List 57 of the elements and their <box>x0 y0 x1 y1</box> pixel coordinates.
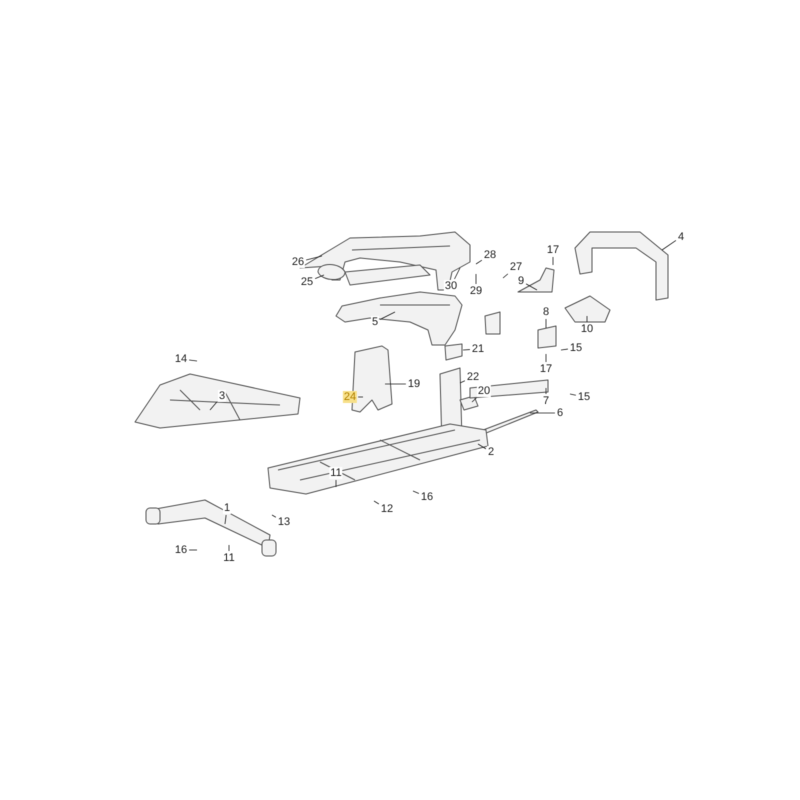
callout-number: 2 <box>486 446 496 458</box>
callout-number: 6 <box>556 407 564 419</box>
callout-number: 8 <box>542 306 550 318</box>
callout-number: 13 <box>276 516 292 528</box>
callout-number: 7 <box>542 395 550 407</box>
leader-line <box>454 268 460 280</box>
leader-line <box>472 398 477 402</box>
leader-line <box>188 360 198 362</box>
callout-number: 20 <box>476 385 492 397</box>
callout-number: 25 <box>300 276 314 288</box>
leader-line <box>412 490 420 494</box>
callout-number: 9 <box>516 275 526 287</box>
callout-number: 1 <box>222 502 232 514</box>
callout-number: 19 <box>406 378 422 390</box>
callout-number: 4 <box>676 231 686 243</box>
leader-line <box>380 312 396 320</box>
callout-number: 27 <box>508 261 524 273</box>
callout-number: 30 <box>444 280 458 292</box>
callout-number: 26 <box>290 256 306 268</box>
callout-number: 17 <box>546 244 560 256</box>
callout-number: 11 <box>222 552 236 564</box>
leader-line <box>228 544 230 552</box>
callout-number: 12 <box>380 503 394 515</box>
callout-number: 11 <box>329 467 343 479</box>
callout-number: 17 <box>538 363 554 375</box>
leader-line <box>460 380 466 384</box>
leader-line <box>476 260 482 264</box>
leader-line <box>306 256 322 260</box>
leader-line <box>570 394 576 396</box>
leader-line <box>462 349 470 350</box>
leader-line <box>478 444 486 450</box>
leader-line <box>358 396 364 398</box>
callout-number: 14 <box>174 353 188 365</box>
callout-number: 29 <box>468 285 484 297</box>
leader-line <box>560 348 568 350</box>
leader-line <box>314 274 324 280</box>
callout-number: 24 <box>342 391 358 403</box>
leader-line <box>272 514 276 518</box>
leader-line <box>530 412 556 414</box>
leader-line <box>662 240 676 250</box>
callout-number: 15 <box>568 342 584 354</box>
callout-number: 10 <box>580 323 594 335</box>
callout-number: 16 <box>420 491 434 503</box>
callout-number: 5 <box>370 316 380 328</box>
callout-number: 28 <box>482 249 498 261</box>
callout-number: 15 <box>576 391 592 403</box>
callout-number: 3 <box>218 390 226 402</box>
leader-line <box>502 273 508 278</box>
callout-number: 21 <box>470 343 486 355</box>
callout-number: 16 <box>174 544 188 556</box>
leader-line <box>552 256 554 266</box>
leader-line <box>526 283 538 290</box>
leader-line <box>210 402 218 410</box>
callout-number: 22 <box>466 371 480 383</box>
leader-line <box>224 514 227 524</box>
leader-line <box>374 500 380 504</box>
leader-line <box>586 316 588 322</box>
